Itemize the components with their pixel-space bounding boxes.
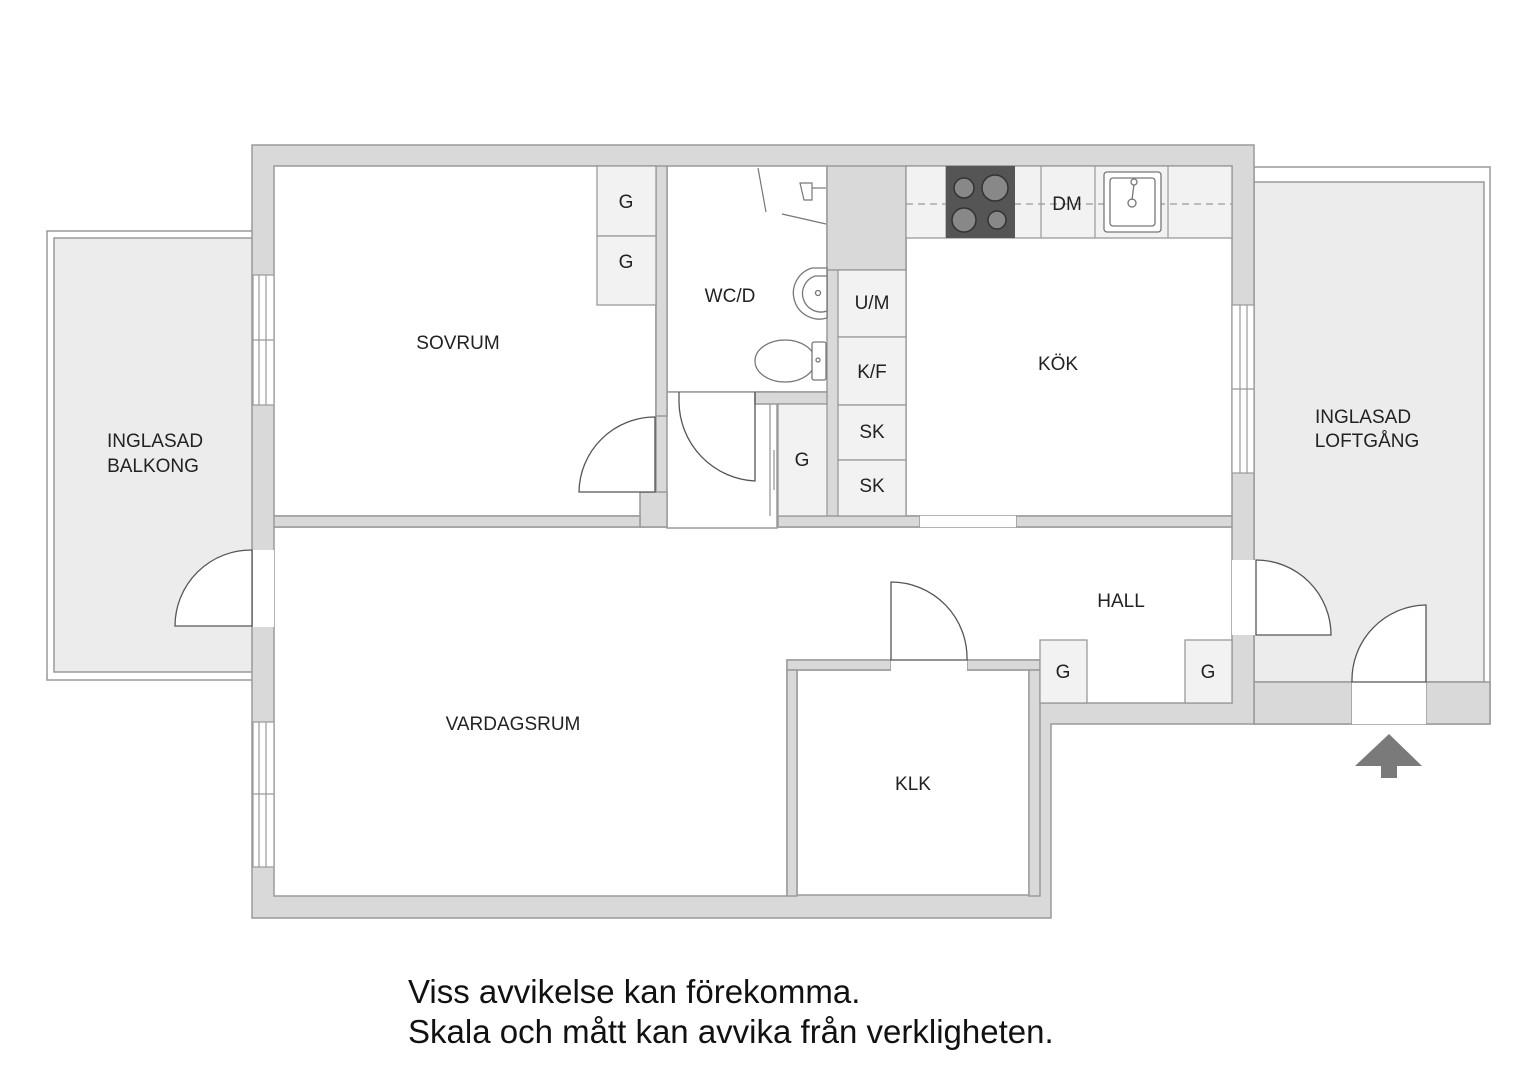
label-wcd: WC/D [705,286,756,307]
disclaimer-line-2: Skala och mått kan avvika från verklighe… [408,1013,1054,1050]
wardrobe-sovrum-1 [596,165,657,237]
label-dm: DM [1052,194,1082,215]
label-g-sovrum-2: G [619,252,634,273]
label-kf: K/F [857,362,887,383]
door-wc [678,392,756,482]
label-kok: KÖK [1038,354,1078,375]
glazed-balcony [46,230,254,681]
washbasin-icon [792,267,828,320]
label-g-passage: G [795,450,810,471]
wardrobe-hall-1 [1039,639,1088,704]
stove-icon [946,166,1015,238]
shower-icon [757,167,827,225]
kitchen-counter [905,165,1233,239]
label-loftgang-1: INGLASAD [1315,407,1411,428]
disclaimer: Viss avvikelse kan förekomma. Skala och … [408,972,1054,1052]
toilet-icon [754,339,827,383]
door-hall [1255,559,1332,636]
door-openings [253,516,1426,724]
floor-plan: SOVRUM WC/D KÖK INGLASAD BALKONG INGLASA… [46,144,1491,919]
door-entrance [1351,604,1427,683]
cabinet-kf [837,336,907,406]
cabinets [596,165,1233,704]
door-klk [890,581,968,661]
disclaimer-line-1: Viss avvikelse kan förekomma. [408,973,861,1010]
passage-floor [666,391,778,529]
label-loftgang-2: LOFTGÅNG [1315,431,1420,452]
label-balkong-1: INGLASAD [107,431,203,452]
interior-walls [273,165,1233,897]
label-g-sovrum-1: G [619,192,634,213]
wardrobe-hall-2 [1184,639,1233,704]
door-balkong [174,549,253,627]
label-sk-1: SK [859,422,885,443]
label-um: U/M [855,293,890,314]
label-vardagsrum: VARDAGSRUM [446,714,581,735]
sink-icon [1103,171,1162,233]
label-sk-2: SK [859,476,885,497]
label-hall: HALL [1097,591,1145,612]
label-klk: KLK [895,774,931,795]
wardrobe-passage [777,403,828,517]
entrance-arrow-icon [1355,734,1422,778]
door-sovrum [578,416,656,493]
cabinet-sk1 [837,404,907,461]
label-g-hall-2: G [1201,662,1216,683]
klk-floor [796,669,1030,896]
windows [252,274,1255,868]
cabinet-sk2 [837,459,907,517]
label-g-hall-1: G [1056,662,1071,683]
label-sovrum: SOVRUM [416,333,499,354]
door-swings [174,392,1427,683]
cabinet-um [837,269,907,338]
wardrobe-sovrum-2 [596,235,657,306]
label-balkong-2: BALKONG [107,456,199,477]
room-interiors [273,165,1233,897]
